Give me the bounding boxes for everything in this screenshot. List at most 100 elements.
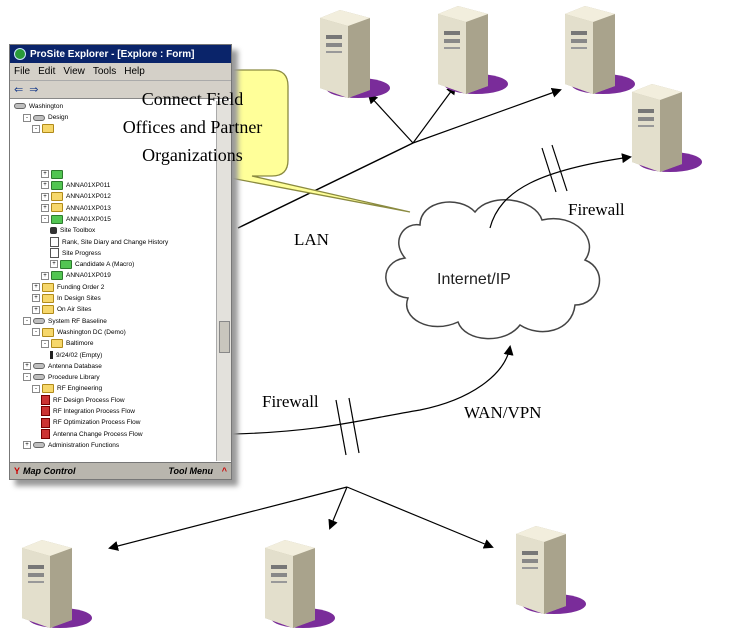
tree-scrollbar[interactable] <box>216 101 231 461</box>
tree-item[interactable]: + <box>10 169 214 180</box>
back-arrow-icon[interactable]: ⇐ <box>14 84 24 96</box>
tree-item[interactable]: RF Optimization Process Flow <box>10 417 214 428</box>
forward-arrow-icon[interactable]: ⇒ <box>29 84 39 96</box>
collapse-icon[interactable]: - <box>23 373 31 382</box>
expand-icon[interactable]: + <box>41 203 49 212</box>
tree-item[interactable]: +On Air Sites <box>10 304 214 315</box>
tree-item[interactable]: - RF Engineering <box>10 383 214 394</box>
expand-icon[interactable]: + <box>23 441 31 450</box>
expand-icon[interactable]: + <box>32 305 40 314</box>
bar-icon <box>50 350 53 359</box>
tree-item[interactable]: -Procedure Library <box>10 372 214 383</box>
tree-item[interactable]: RF Integration Process Flow <box>10 406 214 417</box>
disk-icon <box>33 317 45 324</box>
scrollbar-thumb[interactable] <box>219 321 230 353</box>
tree-item-label: Administration Functions <box>48 441 120 449</box>
expand-icon[interactable]: + <box>41 181 49 190</box>
collapse-icon[interactable]: - <box>32 124 40 133</box>
callout-line-3: Organizations <box>142 145 243 165</box>
collapse-icon[interactable]: - <box>41 215 49 224</box>
tree-item-label: 9/24/02 (Empty) <box>56 351 103 359</box>
tree-item[interactable]: + In Design Sites <box>10 293 214 304</box>
tree-item[interactable]: - ANNA01XP015 <box>10 214 214 225</box>
disk-icon <box>33 363 45 370</box>
menu-tools[interactable]: Tools <box>92 66 117 77</box>
tree-item-label: Rank, Site Diary and Change History <box>62 238 169 246</box>
gfolder-icon <box>51 271 63 281</box>
expand-icon[interactable]: + <box>41 170 49 179</box>
tree-item[interactable]: Washington <box>10 101 214 112</box>
tree-item[interactable]: Site Progress <box>10 248 214 259</box>
collapse-icon[interactable]: - <box>32 328 40 337</box>
folder-icon <box>51 192 63 202</box>
lan-branch-mid <box>412 84 457 144</box>
wan-vpn-label: WAN/VPN <box>464 403 542 422</box>
red-icon <box>41 395 50 405</box>
tree-item[interactable]: Site Toolbox <box>10 225 214 236</box>
tree-item-label: RF Engineering <box>57 385 103 393</box>
tree-item-label: ANNA01XP011 <box>66 182 111 190</box>
expand-icon[interactable]: + <box>50 260 58 269</box>
tree-item[interactable]: + ANNA01XP019 <box>10 270 214 281</box>
callout-line-2: Offices and Partner <box>122 117 263 137</box>
tool-menu-button[interactable]: Tool Menu <box>168 466 213 476</box>
menu-view[interactable]: View <box>63 66 85 77</box>
tree-item-label: RF Optimization Process Flow <box>53 419 141 427</box>
collapse-icon[interactable]: - <box>41 339 49 348</box>
bottom-arrow-right <box>346 486 494 549</box>
window-titlebar[interactable]: ProSite Explorer - [Explore : Form] <box>10 45 231 63</box>
tree-item[interactable]: +ANNA01XP012 <box>10 191 214 202</box>
disk-icon <box>33 374 45 381</box>
menu-edit[interactable]: Edit <box>38 66 56 77</box>
tree-item[interactable]: + ANNA01XP011 <box>10 180 214 191</box>
tree-item-label: In Design Sites <box>57 295 101 303</box>
tree-item[interactable]: - <box>10 124 214 135</box>
menu-file[interactable]: File <box>14 66 31 77</box>
tree-item[interactable]: +Antenna Database <box>10 361 214 372</box>
collapse-icon[interactable]: - <box>23 316 31 325</box>
tree-item[interactable]: -System RF Baseline <box>10 316 214 327</box>
disk-icon <box>33 442 45 449</box>
collapse-icon[interactable]: - <box>23 113 31 122</box>
internet-cloud <box>385 199 601 340</box>
toolbar: ⇐ ⇒ <box>10 81 231 99</box>
expand-icon[interactable]: + <box>41 192 49 201</box>
tree-item[interactable]: Rank, Site Diary and Change History <box>10 236 214 248</box>
tree-item[interactable]: +Funding Order 2 <box>10 282 214 293</box>
menu-help[interactable]: Help <box>124 66 145 77</box>
firewall-top-tick-2 <box>551 144 568 192</box>
gfolder-icon <box>51 169 63 179</box>
tree-item[interactable]: 9/24/02 (Empty) <box>10 350 214 361</box>
server-top-3 <box>545 6 637 96</box>
folder-icon <box>51 203 63 213</box>
prosite-explorer-window[interactable]: ProSite Explorer - [Explore : Form] File… <box>9 44 232 480</box>
tree-item-label: Candidate A (Macro) <box>75 261 135 269</box>
tree-item[interactable]: + Candidate A (Macro) <box>10 259 214 270</box>
tree-item[interactable]: +ANNA01XP013 <box>10 203 214 214</box>
expand-icon[interactable]: + <box>41 271 49 280</box>
tree-item-label: ANNA01XP015 <box>66 215 111 223</box>
gfolder-icon <box>51 214 63 224</box>
folder-icon <box>42 327 54 337</box>
tree-item-label: ANNA01XP019 <box>66 272 111 280</box>
lan-line <box>237 142 414 229</box>
tree-item-label: Baltimore <box>66 340 94 348</box>
disk-icon <box>33 114 45 121</box>
expand-icon[interactable]: + <box>32 294 40 303</box>
expand-icon[interactable]: + <box>23 362 31 371</box>
tree-item[interactable]: Antenna Change Process Flow <box>10 428 214 440</box>
tree-item[interactable]: RF Design Process Flow <box>10 395 214 406</box>
expand-icon[interactable]: + <box>32 283 40 292</box>
tree-item[interactable]: -Design <box>10 112 214 123</box>
server-bottom-2 <box>245 540 337 630</box>
tree-item[interactable]: -Washington DC (Demo) <box>10 327 214 338</box>
tree-item[interactable]: - Baltimore <box>10 338 214 349</box>
folder-icon <box>51 339 63 349</box>
explorer-tree[interactable]: Washington-Design-++ANNA01XP011+ANNA01XP… <box>10 101 214 461</box>
server-top-2 <box>418 6 510 96</box>
callout-line-1: Connect Field <box>141 89 244 109</box>
collapse-icon[interactable]: - <box>32 384 40 393</box>
tree-item[interactable]: + Administration Functions <box>10 440 214 451</box>
